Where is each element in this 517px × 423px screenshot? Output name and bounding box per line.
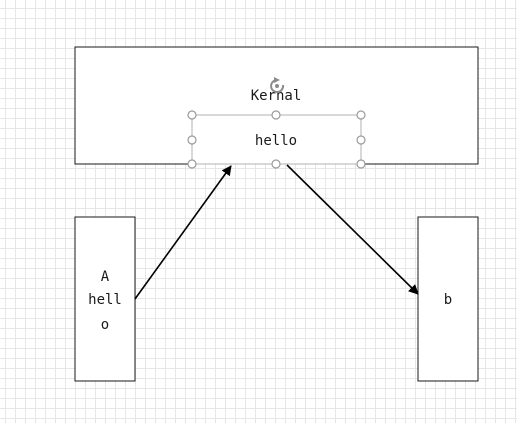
node-a[interactable]: A hell o [74, 216, 136, 382]
resize-handle-right[interactable] [356, 135, 366, 145]
resize-handle-top-right[interactable] [356, 110, 366, 120]
node-a-line-2: hell [88, 292, 122, 308]
resize-handle-bottom-right[interactable] [356, 159, 366, 169]
resize-handle-top[interactable] [271, 110, 281, 120]
hello-text-label: hello [255, 133, 297, 149]
node-b-box[interactable] [417, 216, 479, 382]
resize-handle-bottom[interactable] [271, 159, 281, 169]
hello-text-node[interactable]: hello [187, 77, 366, 169]
node-b-label: b [444, 292, 452, 308]
kernal-label: Kernal [251, 88, 302, 104]
edge-hello-to-b[interactable] [286, 164, 419, 295]
node-a-line-3: o [101, 317, 109, 333]
rotate-handle-icon[interactable] [270, 77, 285, 93]
resize-handle-top-left[interactable] [187, 110, 197, 120]
node-b[interactable]: b [417, 216, 479, 382]
hello-text-background [192, 115, 361, 164]
resize-handle-left[interactable] [187, 135, 197, 145]
resize-handle-bottom-left[interactable] [187, 159, 197, 169]
node-a-box[interactable] [74, 216, 136, 382]
edge-a-to-hello[interactable] [134, 165, 232, 300]
node-a-line-1: A [101, 269, 110, 285]
